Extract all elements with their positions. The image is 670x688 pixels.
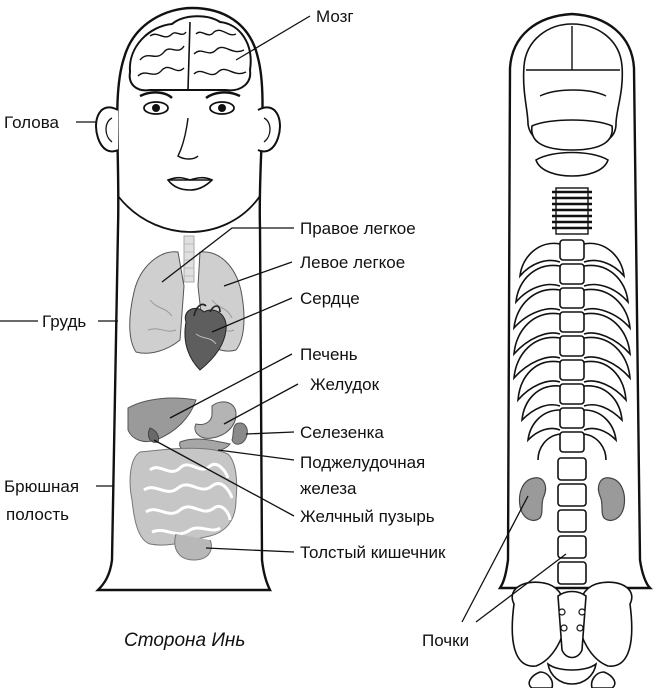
trachea-icon (183, 235, 195, 283)
label-left-lung: Левое легкое (300, 253, 405, 272)
label-head: Голова (4, 113, 60, 132)
label-kidneys: Почки (422, 631, 469, 650)
liver-leader (169, 353, 293, 419)
pancreas-leader (217, 449, 295, 461)
stomach-leader (223, 383, 299, 425)
heart-icon (184, 307, 227, 371)
left-ear-icon (95, 106, 119, 153)
label-stomach: Желудок (310, 375, 380, 394)
face-icon (139, 91, 241, 191)
right-ear-icon (257, 106, 281, 153)
label-pancreas-line2: железа (300, 479, 357, 498)
label-abdomen-line2: полость (6, 505, 69, 524)
back-figure (461, 12, 653, 688)
back-body-outline (497, 12, 653, 590)
left-kidney-icon (518, 477, 547, 521)
label-right-lung: Правое легкое (300, 219, 416, 238)
label-gallbladder: Желчный пузырь (300, 507, 435, 526)
liver-icon (127, 397, 197, 443)
spleen-icon (231, 422, 248, 445)
spine-icon (557, 239, 587, 585)
caption-yin-side: Сторона Инь (124, 630, 245, 651)
label-pancreas-line1: Поджелудочная (300, 453, 425, 472)
cervical-spine-icon (552, 187, 592, 235)
right-kidney-icon (597, 477, 626, 521)
right-lung-leader (161, 227, 294, 283)
kidney-right-leader (475, 553, 567, 623)
front-figure (0, 6, 311, 592)
label-chest: Грудь (42, 312, 86, 331)
right-lung-icon (129, 251, 185, 354)
skull-icon (522, 23, 624, 177)
ribcage-icon (512, 242, 632, 461)
brain-leader (235, 15, 311, 61)
brain-icon (128, 15, 252, 92)
label-heart: Сердце (300, 289, 360, 308)
pelvis-icon (511, 581, 633, 688)
gallbladder-leader (153, 439, 295, 517)
heart-leader (211, 297, 293, 333)
label-brain: Мозг (316, 7, 354, 26)
left-lung-leader (223, 261, 293, 287)
label-spleen: Селезенка (300, 423, 384, 442)
chin-line (117, 195, 261, 233)
label-colon: Толстый кишечник (300, 543, 446, 562)
front-body-outline (95, 6, 272, 592)
stomach-icon (194, 401, 237, 439)
label-abdomen-line1: Брюшная (4, 477, 79, 496)
spleen-leader (245, 431, 295, 435)
colon-leader (205, 547, 295, 553)
label-liver: Печень (300, 345, 358, 364)
intestines-icon (129, 447, 238, 561)
kidney-left-leader (461, 495, 529, 623)
